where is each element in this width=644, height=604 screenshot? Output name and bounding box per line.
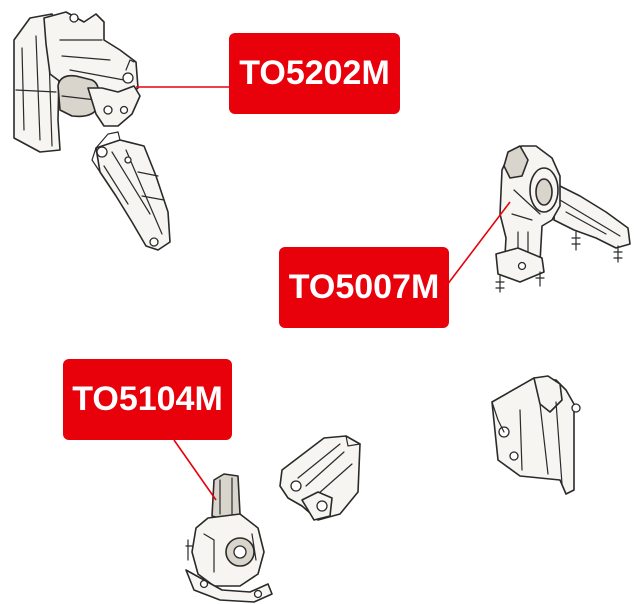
part-label-to5104m: TO5104M: [63, 359, 232, 440]
engine-mount-upper-left: [13, 11, 141, 153]
leader-line-to5104m: [173, 439, 217, 501]
front-mount-bottom-left: [185, 473, 273, 603]
transmission-mount-right: [495, 145, 631, 293]
mount-bracket-right: [491, 375, 581, 495]
mount-bracket-triangular: [91, 131, 171, 251]
leader-line-to5007m: [446, 201, 511, 286]
mount-bracket-center: [279, 435, 361, 521]
part-label-to5202m: TO5202M: [229, 33, 400, 114]
part-label-to5007m: TO5007M: [279, 247, 449, 328]
